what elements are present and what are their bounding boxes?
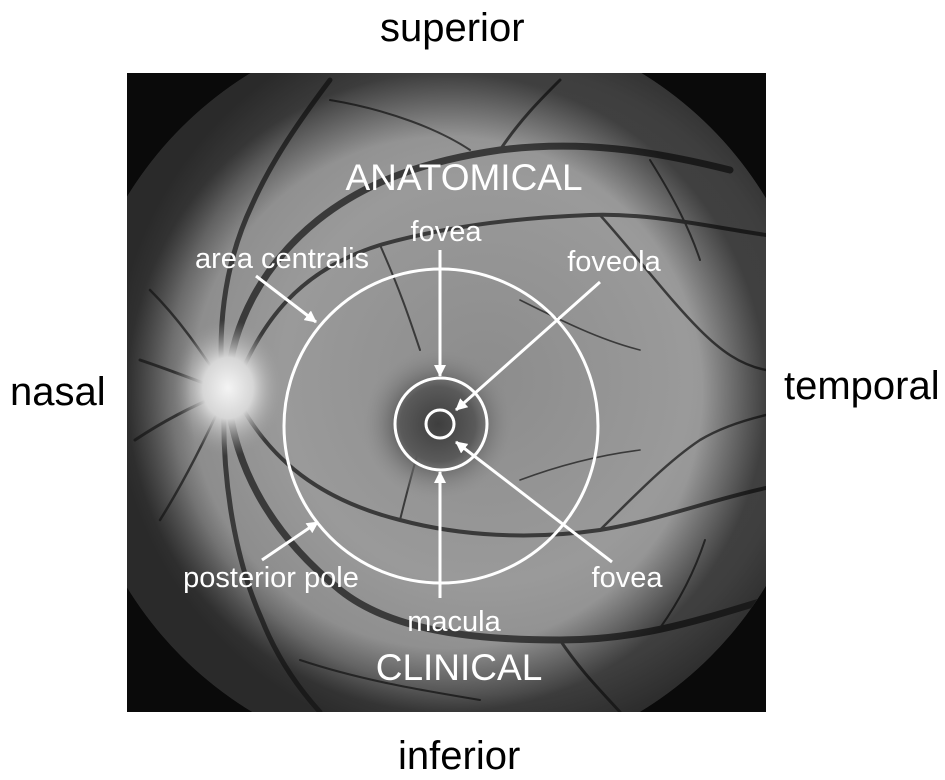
anatomical-heading: ANATOMICAL <box>345 157 582 198</box>
orientation-superior-label: superior <box>380 8 525 48</box>
clinical-heading: CLINICAL <box>376 647 543 688</box>
fundus-diagram: ANATOMICAL area centralis fovea foveola … <box>127 73 766 712</box>
fovea-top-label: fovea <box>411 216 483 248</box>
orientation-inferior-label: inferior <box>398 736 520 776</box>
foveola-label: foveola <box>567 246 661 278</box>
orientation-nasal-label: nasal <box>10 372 106 412</box>
posterior-pole-label: posterior pole <box>183 562 359 594</box>
macula-label: macula <box>407 606 501 638</box>
area-centralis-label: area centralis <box>195 243 369 275</box>
fovea-bottom-label: fovea <box>592 562 664 594</box>
orientation-temporal-label: temporal <box>784 366 940 406</box>
fundus-image-panel: ANATOMICAL area centralis fovea foveola … <box>127 73 766 712</box>
